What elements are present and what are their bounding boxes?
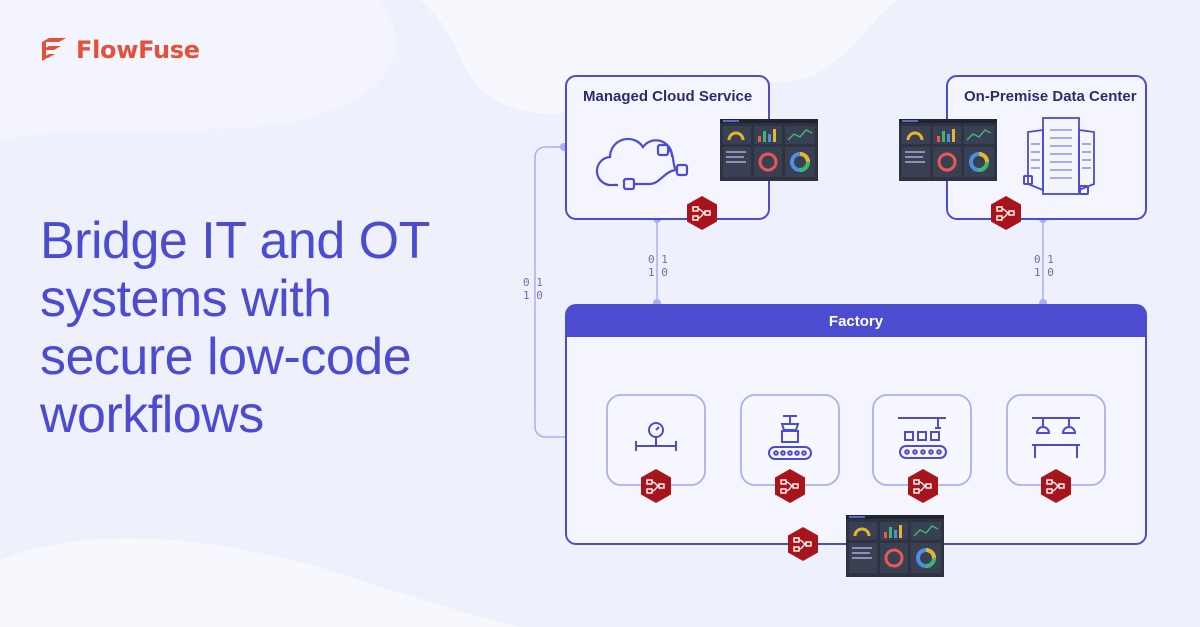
headline-line-3: secure low-code xyxy=(40,328,412,386)
headline-line-2: systems with xyxy=(40,270,332,328)
device-card-gantry[interactable] xyxy=(1006,394,1106,504)
robot-conveyor-icon xyxy=(768,415,812,460)
dashboard-thumbnail xyxy=(897,117,999,183)
factory-title: Factory xyxy=(829,313,884,330)
dashboard-thumbnail xyxy=(718,117,820,183)
device-card-assembly[interactable] xyxy=(872,394,972,504)
bits-label-top: 0 1 xyxy=(648,253,668,266)
factory-box[interactable]: Factory xyxy=(565,304,1147,545)
on-premise-box[interactable]: On-Premise Data Center xyxy=(897,75,1147,231)
headline-line-4: workflows xyxy=(40,386,264,444)
dashboard-thumbnail xyxy=(844,513,946,579)
bits-label-top: 0 1 xyxy=(523,276,543,289)
device-card-pressure[interactable] xyxy=(606,394,706,504)
pressure-gauge-icon xyxy=(635,422,677,451)
cloud-service-box[interactable]: Managed Cloud Service xyxy=(565,75,820,231)
device-card-robot[interactable] xyxy=(740,394,840,504)
brand-name: FlowFuse xyxy=(76,36,200,64)
on-premise-title: On-Premise Data Center xyxy=(964,88,1137,105)
gantry-press-icon xyxy=(1032,417,1080,458)
cloud-service-title: Managed Cloud Service xyxy=(583,88,752,105)
headline-line-1: Bridge IT and OT xyxy=(40,212,430,270)
bits-label-bottom: 1 0 xyxy=(1034,266,1054,279)
bits-label-top: 0 1 xyxy=(1034,253,1054,266)
flowfuse-logo-icon xyxy=(42,38,66,61)
bits-label-bottom: 1 0 xyxy=(523,289,543,302)
cloud-flow-icon xyxy=(595,137,689,191)
bits-label-bottom: 1 0 xyxy=(648,266,668,279)
page-headline: Bridge IT and OT systems with secure low… xyxy=(40,212,510,444)
flowfuse-logo[interactable]: FlowFuse xyxy=(40,36,200,64)
assembly-line-icon xyxy=(898,417,947,459)
server-rack-icon xyxy=(1023,117,1095,195)
